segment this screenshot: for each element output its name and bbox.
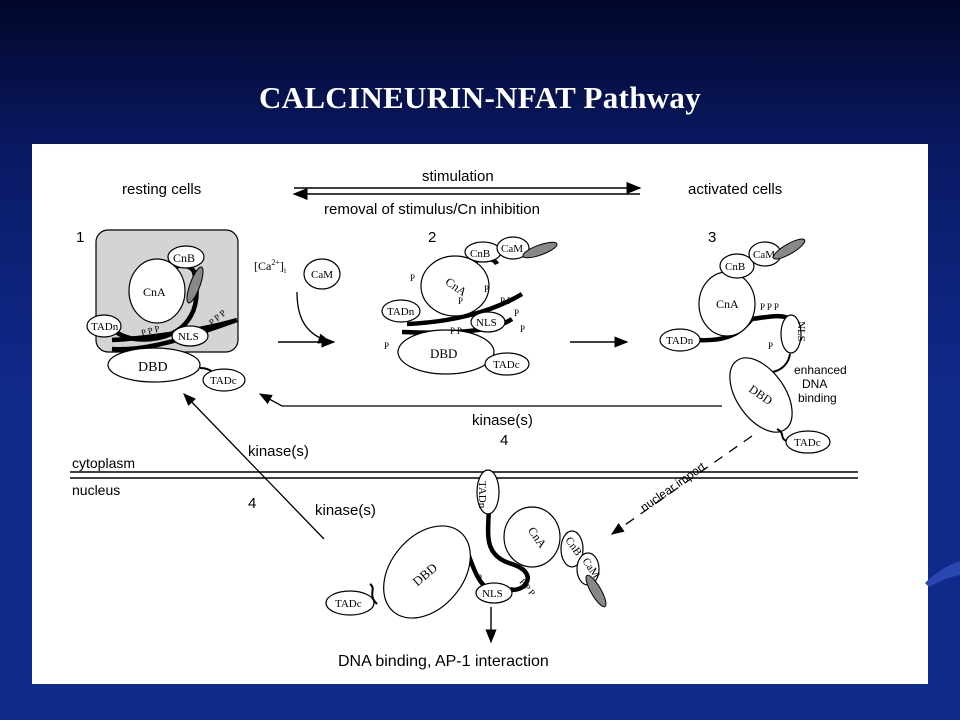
tadc-ellipse bbox=[202, 368, 246, 392]
cam-ellipse bbox=[303, 258, 341, 290]
cna-label-3: CnA bbox=[716, 297, 739, 311]
kinase-arrow-return bbox=[258, 393, 722, 407]
svg-text:P P P: P P P bbox=[760, 302, 779, 312]
dbd-label: DBD bbox=[138, 360, 168, 375]
tadn-label: TADn bbox=[91, 321, 119, 333]
label-removal-stimulus: removal of stimulus/Cn inhibition bbox=[324, 201, 540, 218]
tadc-label-2: TADc bbox=[493, 359, 520, 371]
svg-text:P: P bbox=[410, 273, 415, 283]
dbd-ellipse bbox=[107, 347, 201, 383]
label-enhanced: enhanced bbox=[794, 363, 847, 377]
step-3: 3 bbox=[708, 229, 716, 246]
cna-ellipse-2 bbox=[420, 255, 490, 317]
label-binding: binding bbox=[798, 391, 837, 405]
svg-text:P: P bbox=[520, 324, 525, 334]
cnb-label-3: CnB bbox=[725, 261, 745, 273]
svg-text:P: P bbox=[484, 284, 489, 294]
dbd-label-2: DBD bbox=[430, 346, 457, 361]
svg-text:P: P bbox=[514, 308, 519, 318]
state-1-resting-complex: CnA CnB TADn NLS P P P P P P DBD TADc bbox=[86, 229, 246, 392]
label-stimulation: stimulation bbox=[422, 168, 494, 185]
label-dna-binding: DNA binding, AP-1 interaction bbox=[338, 653, 549, 670]
nls-label: NLS bbox=[178, 331, 199, 343]
tadn-label-4: TADn bbox=[476, 481, 488, 509]
nls-label-4: NLS bbox=[482, 588, 503, 600]
nls-label-3: NLS bbox=[795, 321, 807, 342]
label-nucleus: nucleus bbox=[72, 482, 120, 498]
svg-text:P: P bbox=[458, 296, 463, 306]
calcium-label: [Ca2+]i bbox=[254, 258, 287, 275]
label-activated-cells: activated cells bbox=[688, 181, 782, 198]
step-1: 1 bbox=[76, 229, 84, 246]
label-nuclear-import: nuclear import bbox=[638, 459, 709, 514]
svg-text:P: P bbox=[477, 573, 482, 583]
nls-label-2: NLS bbox=[476, 317, 497, 329]
cam-label: CaM bbox=[311, 269, 333, 281]
svg-text:P P P: P P P bbox=[140, 323, 161, 338]
cnb-label: CnB bbox=[173, 251, 195, 265]
cam-label-2: CaM bbox=[501, 243, 523, 255]
label-kinase-mid: kinase(s) bbox=[248, 443, 309, 460]
tadc-label: TADc bbox=[210, 375, 237, 387]
kinase-arrow-export bbox=[183, 393, 325, 540]
cam-label-3: CaM bbox=[753, 249, 775, 261]
label-cytoplasm: cytoplasm bbox=[72, 455, 135, 471]
svg-text:P P: P P bbox=[450, 326, 462, 336]
label-kinase-lower: kinase(s) bbox=[315, 502, 376, 519]
step-2: 2 bbox=[428, 229, 436, 246]
state-3-activated-complex: CnA CnB CaM TADn NLS P P P P DBD TADc bbox=[659, 238, 831, 454]
slide-title: CALCINEURIN-NFAT Pathway bbox=[258, 80, 702, 115]
state-2-complex: CnA CnB CaM TADn NLS DBD TADc P P P P P … bbox=[381, 236, 558, 376]
tadn-ellipse bbox=[86, 314, 122, 338]
cnb-label-2: CnB bbox=[470, 248, 490, 260]
label-kinase-right: kinase(s) bbox=[472, 412, 533, 429]
pathway-diagram: resting cells stimulation removal of sti… bbox=[70, 168, 858, 670]
step-4b: 4 bbox=[248, 495, 256, 512]
step-4a: 4 bbox=[500, 432, 508, 449]
label-resting-cells: resting cells bbox=[122, 181, 201, 198]
cna-ellipse bbox=[128, 258, 186, 324]
tadc-label-3: TADc bbox=[794, 437, 821, 449]
pathway-figure: resting cells stimulation removal of sti… bbox=[32, 144, 928, 684]
svg-text:P P: P P bbox=[500, 296, 512, 306]
cna-label: CnA bbox=[143, 285, 166, 299]
decorative-swoosh bbox=[925, 561, 960, 587]
tadn-label-3: TADn bbox=[666, 335, 694, 347]
cnb-ellipse bbox=[167, 245, 205, 269]
svg-text:P: P bbox=[768, 341, 773, 351]
tadn-label-2: TADn bbox=[387, 306, 415, 318]
svg-text:P: P bbox=[384, 341, 389, 351]
label-dna: DNA bbox=[802, 377, 827, 391]
tadc-label-4: TADc bbox=[335, 598, 362, 610]
nls-ellipse bbox=[171, 325, 209, 347]
nuclear-complex: TADn CnA CnB CaM DBD TADc NLS P P P P bbox=[325, 469, 607, 619]
